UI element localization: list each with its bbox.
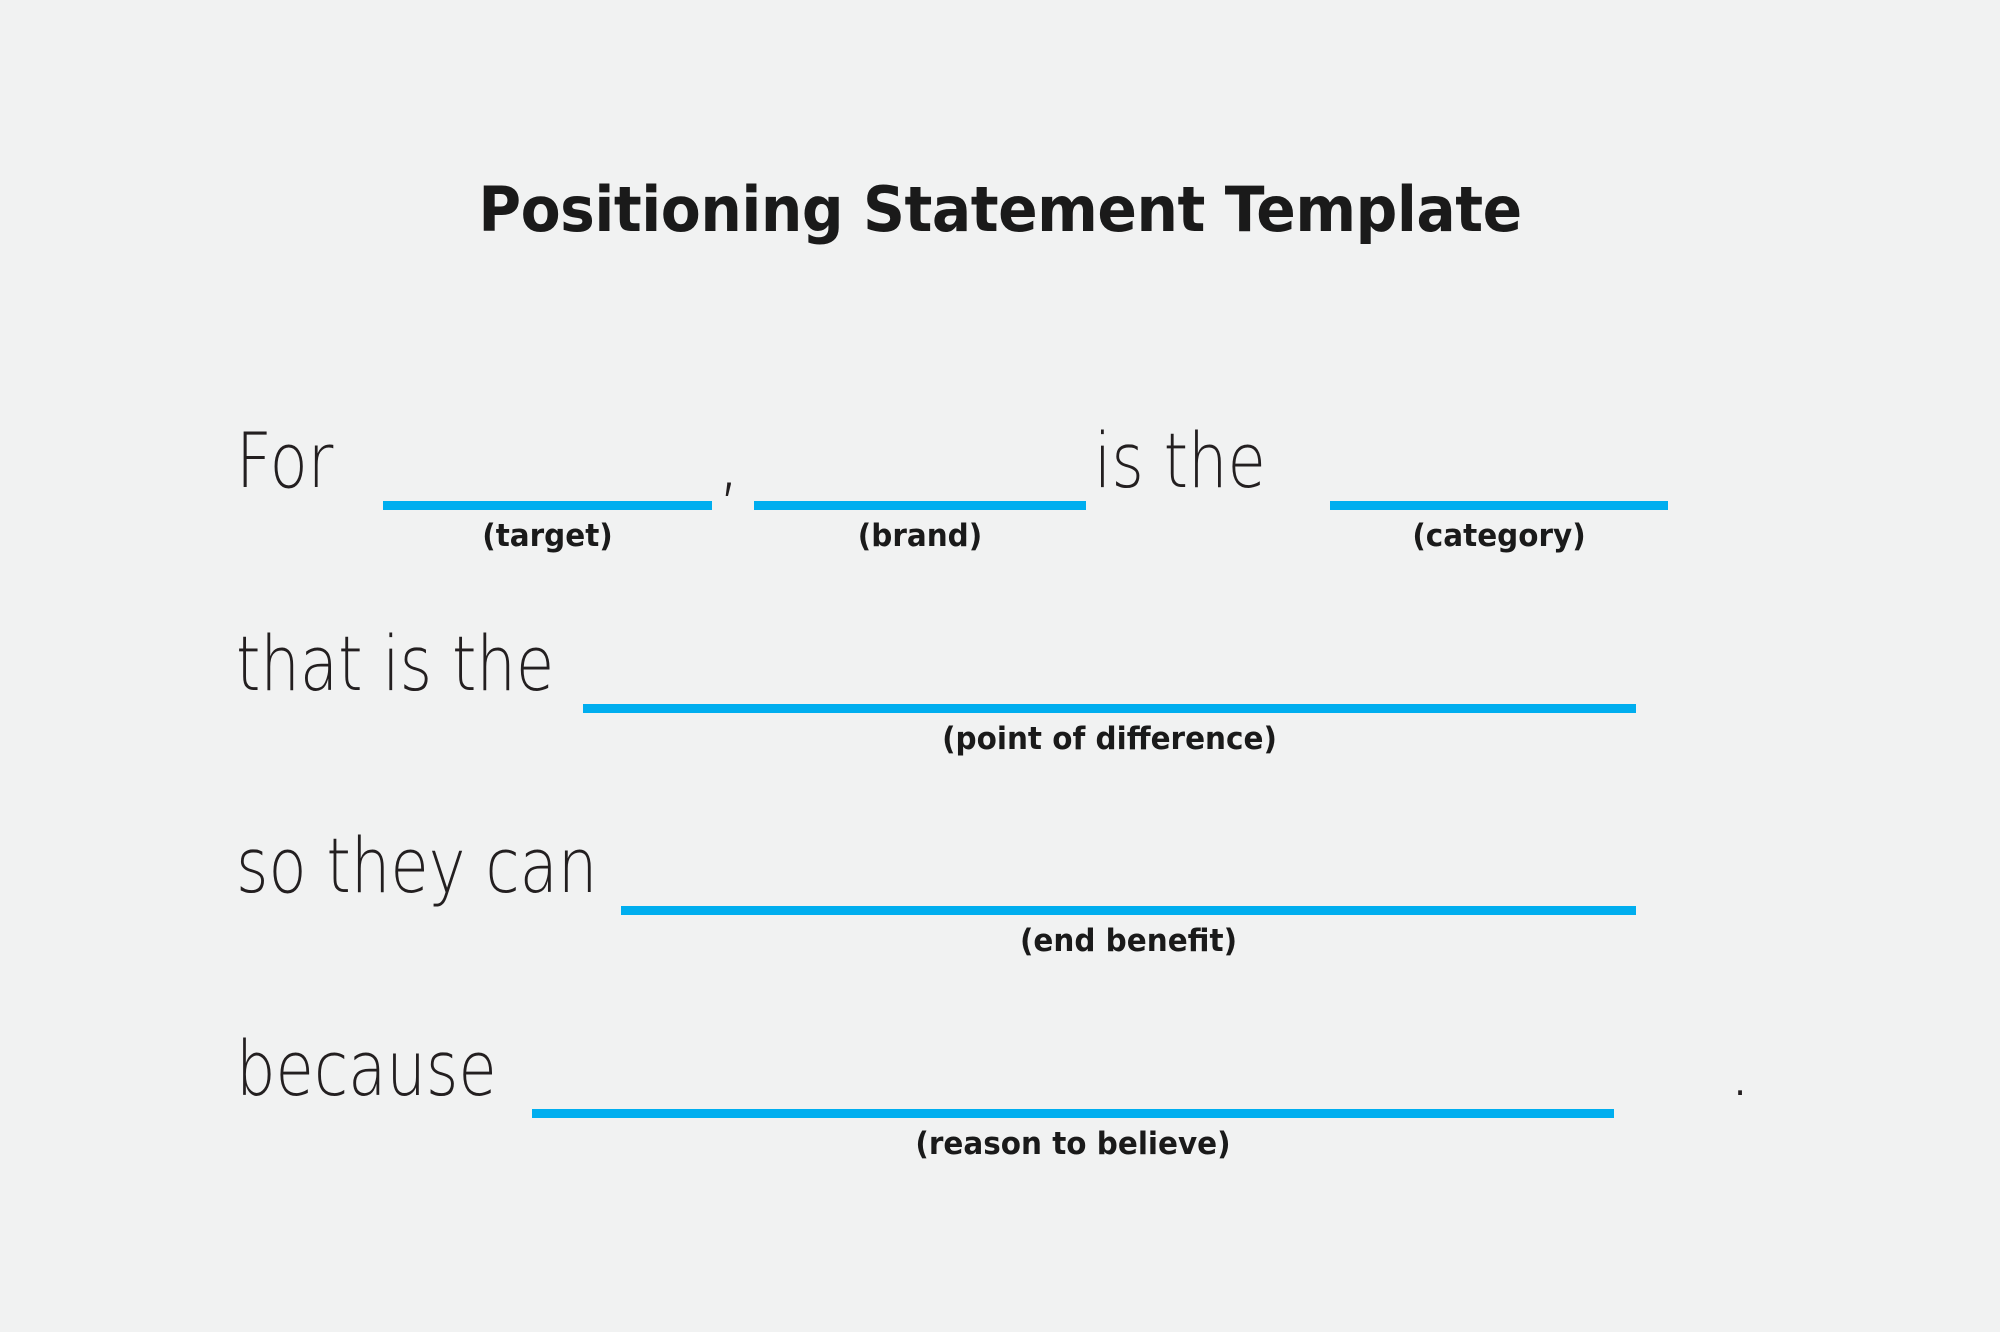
statement-line-4: because (reason to believe) .	[236, 1013, 1836, 1173]
hint-target: (target)	[482, 518, 613, 554]
hint-end-benefit: (end benefit)	[1019, 923, 1238, 959]
word-that-is-the: that is the	[236, 619, 555, 708]
blank-point-of-difference[interactable]	[583, 704, 1636, 713]
page-title: Positioning Statement Template	[478, 173, 1522, 246]
word-period: .	[1728, 1024, 1753, 1113]
blank-brand[interactable]	[754, 501, 1086, 510]
hint-reason-to-believe: (reason to believe)	[915, 1126, 1231, 1162]
statement-line-2: that is the (point of difference)	[236, 608, 1836, 768]
blank-reason-to-believe[interactable]	[532, 1109, 1614, 1118]
word-for: For	[236, 416, 334, 505]
word-so-they-can: so they can	[236, 821, 598, 910]
word-comma: ,	[717, 416, 742, 505]
blank-category[interactable]	[1330, 501, 1668, 510]
word-is-the-1: is the	[1094, 416, 1266, 505]
hint-point-of-difference: (point of difference)	[942, 721, 1277, 757]
blank-end-benefit[interactable]	[621, 906, 1636, 915]
hint-brand: (brand)	[857, 518, 983, 554]
blank-target[interactable]	[383, 501, 712, 510]
statement-line-1: For (target) , (brand) is the (category)	[236, 405, 1836, 565]
statement-line-3: so they can (end benefit)	[236, 810, 1836, 970]
word-because: because	[236, 1024, 497, 1113]
hint-category: (category)	[1412, 518, 1586, 554]
